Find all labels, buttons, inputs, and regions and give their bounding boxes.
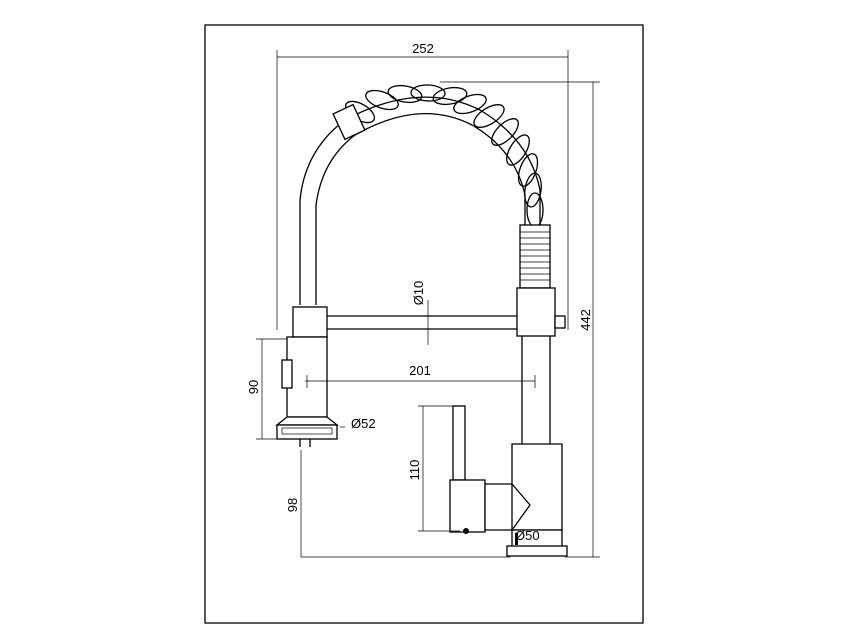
base-diameter-label: Ø50 xyxy=(515,528,540,543)
clearance-dimension: 98 xyxy=(285,450,510,558)
handle-height-label: 110 xyxy=(407,460,422,481)
handle xyxy=(449,405,531,534)
faucet-base: Ø50 xyxy=(506,528,568,557)
height-label: 442 xyxy=(578,309,593,331)
spray-head xyxy=(275,336,339,447)
reach-label: 201 xyxy=(409,363,431,378)
spray-button xyxy=(281,359,293,389)
faucet-column xyxy=(511,287,566,531)
clearance-label: 98 xyxy=(285,498,300,512)
bar-left-collar xyxy=(292,306,328,338)
handle-height-dimension: 110 xyxy=(407,405,460,532)
spray-head-height-dimension: 90 xyxy=(246,338,287,440)
drawing-frame xyxy=(204,24,644,624)
width-dimension: 252 xyxy=(276,41,569,330)
tight-spring xyxy=(519,224,551,289)
spray-head-diameter-dimension: Ø52 xyxy=(340,416,376,431)
support-bar: Ø10 xyxy=(292,281,517,345)
spray-head-height-label: 90 xyxy=(246,380,261,394)
bar-diameter-label: Ø10 xyxy=(411,281,426,306)
width-label: 252 xyxy=(412,41,434,56)
coil-spring xyxy=(299,84,544,305)
side-button xyxy=(554,315,566,329)
spray-head-diameter-label: Ø52 xyxy=(351,416,376,431)
reach-dimension: 201 xyxy=(305,363,536,388)
height-dimension: 442 xyxy=(440,81,600,558)
